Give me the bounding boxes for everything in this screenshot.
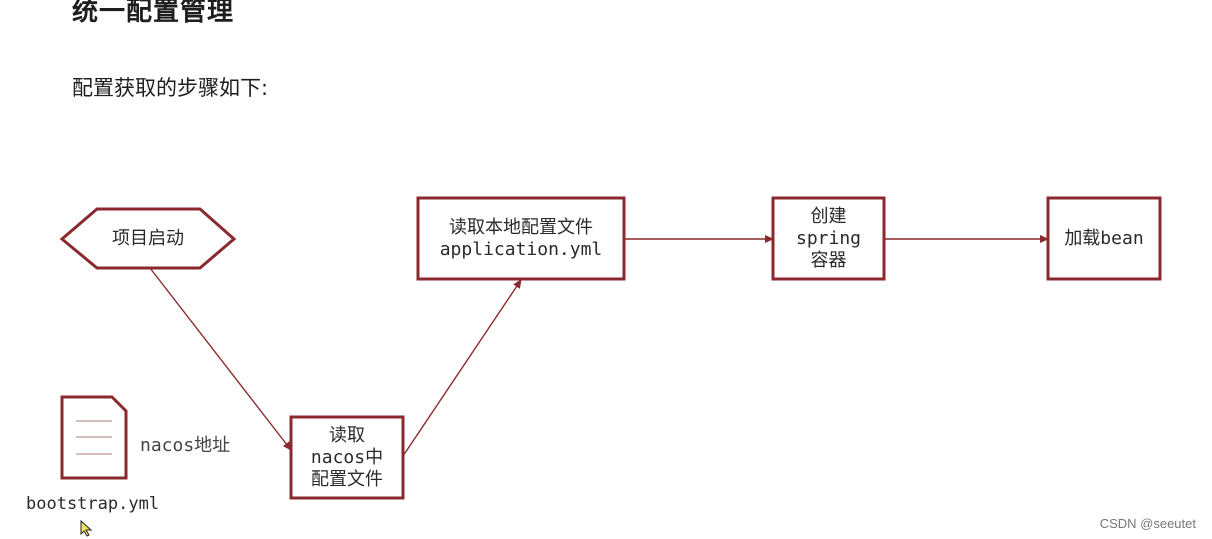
read-nacos-node-shape bbox=[289, 415, 405, 500]
edge-start-to-read-nacos bbox=[149, 267, 292, 451]
create-spring-node: 创建 spring 容器 bbox=[773, 198, 884, 279]
load-bean-node-shape bbox=[1046, 196, 1162, 281]
nacos-address-note: nacos地址 bbox=[140, 435, 231, 456]
page-subtitle: 配置获取的步骤如下: bbox=[72, 76, 269, 100]
read-nacos-node: 读取 nacos中 配置文件 bbox=[291, 417, 403, 498]
read-nacos-line-3: 配置文件 bbox=[311, 468, 383, 490]
start-node-shape bbox=[59, 207, 237, 270]
edge-read-nacos-to-read-local bbox=[402, 279, 522, 457]
create-spring-line-1: 创建 bbox=[810, 205, 847, 227]
document-icon bbox=[60, 395, 128, 480]
start-node: 项目启动 bbox=[62, 209, 234, 268]
create-spring-line-2: spring bbox=[795, 227, 862, 249]
create-spring-node-shape bbox=[771, 196, 886, 281]
read-nacos-line-1: 读取 bbox=[329, 424, 365, 446]
load-bean-node: 加载bean bbox=[1048, 198, 1160, 279]
read-local-node-shape bbox=[416, 196, 626, 281]
read-local-line-2: application.yml bbox=[439, 238, 603, 260]
read-local-node: 读取本地配置文件 application.yml bbox=[418, 198, 624, 279]
read-nacos-line-2: nacos中 bbox=[310, 446, 384, 468]
start-node-label: 项目启动 bbox=[112, 227, 184, 249]
create-spring-line-3: 容器 bbox=[810, 249, 847, 271]
page-title: 统一配置管理 bbox=[72, 0, 235, 27]
watermark: CSDN @seeutet bbox=[1099, 516, 1196, 531]
load-bean-label: 加载bean bbox=[1064, 227, 1144, 249]
bootstrap-file-label: bootstrap.yml bbox=[26, 494, 160, 514]
mouse-cursor-icon bbox=[80, 520, 93, 537]
read-local-line-1: 读取本地配置文件 bbox=[449, 216, 593, 238]
